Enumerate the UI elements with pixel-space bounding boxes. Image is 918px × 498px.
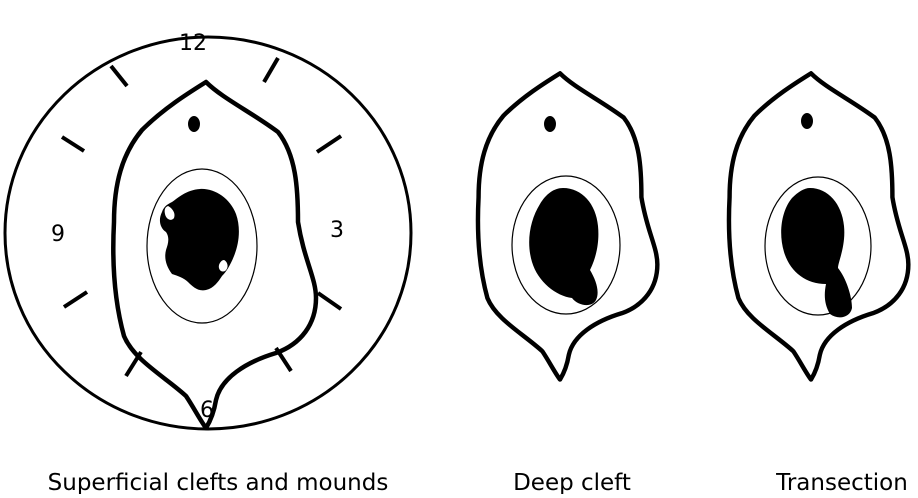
clock-number-9: 9 — [51, 222, 65, 247]
coccyx-dot — [544, 116, 556, 132]
panel-transection: Transection — [729, 73, 908, 494]
panel-deep-cleft: Deep cleft — [478, 73, 657, 494]
caption-superficial: Superficial clefts and mounds — [48, 470, 389, 494]
clock-tick-4 — [318, 293, 341, 309]
caption-deep-cleft: Deep cleft — [513, 470, 631, 494]
clock-tick-8 — [64, 292, 87, 307]
lumen-transection — [781, 188, 852, 317]
lumen-deep-cleft — [529, 188, 598, 305]
coccyx-dot — [801, 113, 813, 129]
clock-tick-2 — [317, 136, 341, 152]
clock-number-12: 12 — [179, 31, 207, 56]
clock-tick-1 — [264, 58, 278, 82]
clock-tick-10 — [62, 137, 84, 151]
panel-superficial: 12 3 6 9 Superficial clefts and mounds — [5, 31, 411, 494]
coccyx-dot — [188, 116, 200, 132]
lumen-irregular — [160, 189, 239, 290]
clock-number-3: 3 — [330, 218, 344, 243]
clock-tick-11 — [111, 66, 127, 86]
caption-transection: Transection — [775, 470, 908, 494]
